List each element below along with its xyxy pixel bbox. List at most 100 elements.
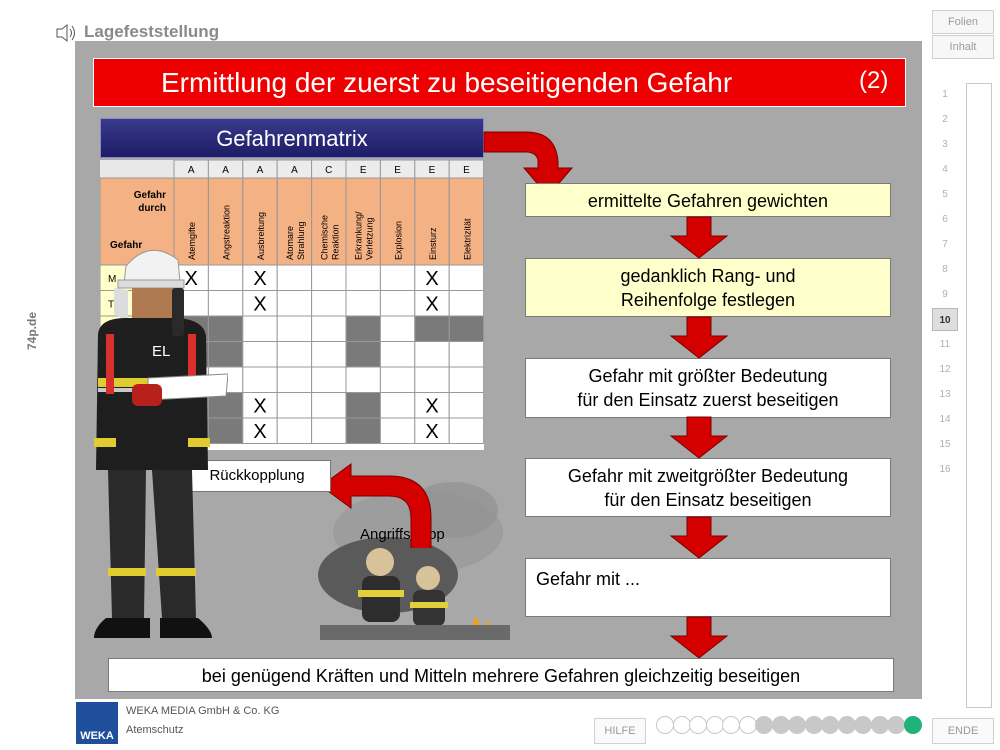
help-button[interactable]: HILFE [594, 718, 646, 744]
step-line: Gefahr mit zweitgrößter Bedeutung [567, 466, 849, 486]
slide-number-16[interactable]: 16 [939, 464, 951, 475]
slide-number-10[interactable]: 10 [932, 308, 958, 331]
matrix-mark: X [253, 421, 266, 443]
site-label: 74p.de [25, 311, 39, 350]
parallel-bar: bei genügend Kräften und Mitteln mehrere… [108, 658, 894, 692]
matrix-mark: X [425, 268, 438, 290]
matrix-column-label: Elektrizität [462, 218, 472, 260]
slide-number-7[interactable]: 7 [942, 239, 948, 250]
category-letter: E [463, 165, 470, 176]
section-title: Lagefeststellung [84, 22, 220, 41]
matrix-column-label: Chemische [319, 215, 329, 260]
step-line: gedanklich Rang- und [620, 266, 796, 286]
progress-dot[interactable] [903, 716, 922, 734]
slide-number-14[interactable]: 14 [939, 414, 951, 425]
progress-dot[interactable] [837, 716, 856, 734]
progress-dots [656, 716, 928, 736]
feedback-label: Rückkopplung [209, 467, 305, 484]
matrix-column-label: Ausbreitung [256, 212, 266, 260]
matrix-row-header: Gefahr [134, 190, 166, 201]
slide-title-suffix: (2) [859, 67, 889, 94]
category-letter: E [429, 165, 436, 176]
category-letter: E [360, 165, 367, 176]
matrix-column-label: Einsturz [428, 227, 438, 260]
category-letter: C [325, 165, 332, 176]
slide-title: Ermittlung der zuerst zu beseitigenden G… [161, 67, 733, 98]
progress-dot[interactable] [821, 716, 839, 734]
slide-number-15[interactable]: 15 [939, 439, 951, 450]
progress-dot[interactable] [722, 716, 740, 734]
step-line: Reihenfolge festlegen [620, 290, 796, 310]
matrix-arrow [483, 131, 574, 197]
flow-arrow-last [669, 616, 729, 659]
slide-number-11[interactable]: 11 [939, 339, 951, 350]
matrix-mark: X [425, 396, 438, 418]
step-box-1: ermittelte Gefahren gewichten [525, 183, 891, 217]
matrix-mark: X [253, 396, 266, 418]
matrix-row-label: M [108, 274, 116, 285]
matrix-mark: X [253, 294, 266, 316]
progress-dot[interactable] [705, 716, 724, 734]
progress-dot[interactable] [804, 716, 823, 734]
step-box-3: Gefahr mit größter Bedeutung für den Ein… [525, 358, 891, 418]
matrix-mark: X [425, 294, 438, 316]
category-letter: A [188, 165, 195, 176]
speaker-icon[interactable] [55, 22, 79, 44]
progress-dot[interactable] [788, 716, 806, 734]
flow-arrows [669, 216, 729, 559]
matrix-column-label: Verletzung [365, 217, 375, 260]
slide-number-8[interactable]: 8 [942, 264, 948, 275]
progress-dot[interactable] [870, 716, 889, 734]
matrix-column-label: Explosion [394, 221, 404, 260]
nav-scroll-panel[interactable] [966, 83, 992, 708]
slide-number-6[interactable]: 6 [942, 214, 948, 225]
inhalt-button[interactable]: Inhalt [932, 35, 994, 59]
folien-button[interactable]: Folien [932, 10, 994, 34]
product-name: Atemschutz [126, 724, 184, 736]
feedback-arrow [325, 463, 432, 548]
slide-number-13[interactable]: 13 [939, 389, 951, 400]
weka-logo: WEKA [76, 702, 118, 744]
incident-leader-figure [94, 249, 228, 638]
step-line: Gefahr mit ... [536, 569, 641, 589]
slide-number-9[interactable]: 9 [942, 289, 948, 300]
matrix-row-header: Gefahr [110, 240, 142, 251]
slide-number-2[interactable]: 2 [942, 114, 948, 125]
matrix-column-label: Strahlung [296, 221, 306, 260]
slide-title-bar: Ermittlung der zuerst zu beseitigenden G… [93, 58, 906, 107]
parallel-text: bei genügend Kräften und Mitteln mehrere… [201, 666, 801, 686]
step-line: für den Einsatz zuerst beseitigen [577, 390, 839, 410]
progress-dot[interactable] [672, 716, 691, 734]
category-letter: E [394, 165, 401, 176]
step-box-2: gedanklich Rang- und Reihenfolge festleg… [525, 258, 891, 317]
progress-dot[interactable] [689, 716, 707, 734]
el-label: EL [152, 343, 171, 360]
slide-number-3[interactable]: 3 [942, 139, 948, 150]
matrix-row-header: durch [138, 203, 166, 214]
slide-number-12[interactable]: 12 [939, 364, 951, 375]
slide-number-4[interactable]: 4 [942, 164, 948, 175]
progress-dot[interactable] [771, 716, 790, 734]
category-letter: A [291, 165, 298, 176]
step-line: für den Einsatz beseitigen [604, 490, 812, 510]
progress-dot[interactable] [656, 716, 674, 734]
end-button[interactable]: ENDE [932, 718, 994, 744]
matrix-column-label: Atomare [285, 226, 295, 260]
slide-number-5[interactable]: 5 [942, 189, 948, 200]
matrix-mark: X [253, 268, 266, 290]
step-line: Gefahr mit größter Bedeutung [588, 366, 828, 386]
matrix-row-label: T [108, 300, 114, 311]
progress-dot[interactable] [738, 716, 757, 734]
matrix-column-label: Erkrankung/ [354, 211, 364, 260]
matrix-column-label: Atemgifte [187, 222, 197, 260]
progress-dot[interactable] [887, 716, 905, 734]
progress-dot[interactable] [755, 716, 773, 734]
slide-number-1[interactable]: 1 [942, 89, 948, 100]
logo-text: WEKA [80, 730, 114, 742]
matrix-mark: X [425, 421, 438, 443]
step-line: ermittelte Gefahren gewichten [587, 191, 829, 211]
step-box-4: Gefahr mit zweitgrößter Bedeutung für de… [525, 458, 891, 517]
progress-dot[interactable] [854, 716, 872, 734]
matrix-mark: X [185, 268, 198, 290]
category-letter: A [222, 165, 229, 176]
